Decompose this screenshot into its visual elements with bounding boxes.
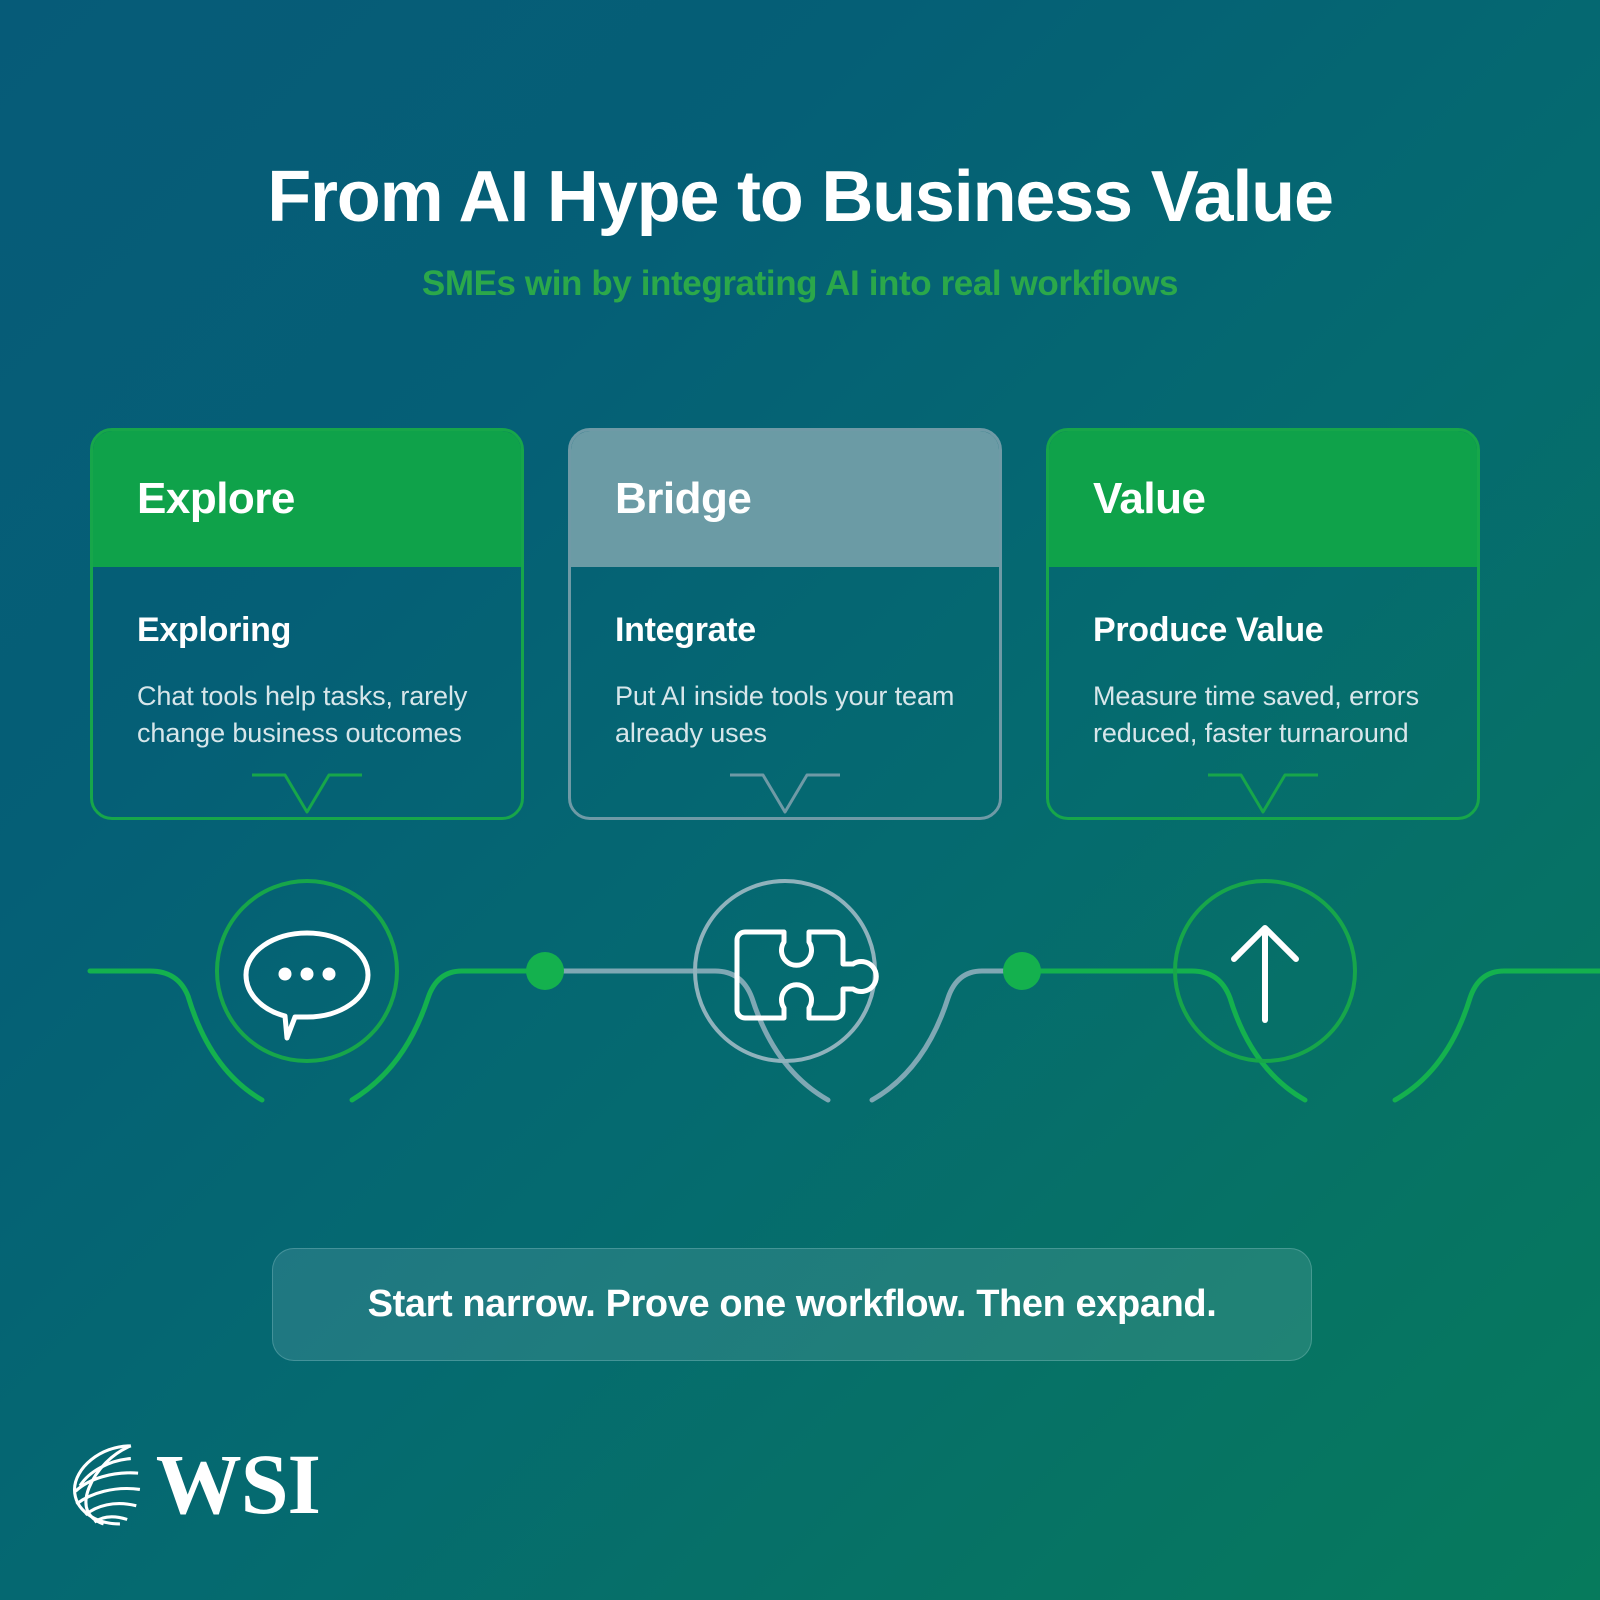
header: From AI Hype to Business Value SMEs win … bbox=[0, 157, 1600, 304]
timeline-node-explore[interactable] bbox=[215, 879, 399, 1063]
stage-card-body: Produce Value Measure time saved, errors… bbox=[1049, 567, 1477, 753]
card-tail-notch bbox=[252, 773, 362, 814]
arrow-up-icon bbox=[1231, 925, 1299, 1023]
key-takeaway-text: Start narrow. Prove one workflow. Then e… bbox=[367, 1283, 1217, 1325]
timeline-connector-2-right bbox=[1019, 968, 1308, 1103]
stage-card-header: Explore bbox=[93, 431, 521, 567]
stage-card-bridge[interactable]: Bridge Integrate Put AI inside tools you… bbox=[568, 428, 1002, 820]
timeline-connector-entry bbox=[87, 968, 265, 1103]
page-title: From AI Hype to Business Value bbox=[267, 157, 1334, 237]
timeline-connector-1-right bbox=[542, 968, 831, 1103]
timeline-connector-2-left bbox=[869, 968, 1025, 1103]
stage-card-description: Chat tools help tasks, rarely change bus… bbox=[137, 681, 468, 749]
stage-card-stage-label: Bridge bbox=[615, 474, 752, 523]
stage-card-description: Measure time saved, errors reduced, fast… bbox=[1093, 681, 1420, 749]
stage-card-heading: Produce Value bbox=[1093, 611, 1324, 649]
chat-bubble-icon bbox=[243, 930, 371, 1041]
stage-card-stage-label: Value bbox=[1093, 474, 1206, 523]
card-tail-notch bbox=[730, 773, 840, 814]
timeline-node-bridge[interactable] bbox=[693, 879, 879, 1063]
stage-card-heading: Integrate bbox=[615, 611, 756, 649]
timeline-node-value[interactable] bbox=[1173, 879, 1357, 1063]
stage-card-heading: Exploring bbox=[137, 611, 292, 649]
wsi-logo-text: WSI bbox=[155, 1436, 321, 1532]
stage-card-header: Bridge bbox=[571, 431, 999, 567]
stage-cards: Explore Exploring Chat tools help tasks,… bbox=[0, 428, 1600, 848]
globe-icon bbox=[72, 1444, 141, 1526]
page-subtitle: SMEs win by integrating AI into real wor… bbox=[421, 263, 1179, 303]
stage-card-value[interactable]: Value Produce Value Measure time saved, … bbox=[1046, 428, 1480, 820]
stage-card-description: Put AI inside tools your team already us… bbox=[615, 681, 955, 749]
stage-card-explore[interactable]: Explore Exploring Chat tools help tasks,… bbox=[90, 428, 524, 820]
stage-card-body: Exploring Chat tools help tasks, rarely … bbox=[93, 567, 521, 753]
timeline-node-ring bbox=[1173, 879, 1357, 1063]
timeline-connector-1-left bbox=[349, 968, 548, 1103]
journey-timeline bbox=[87, 879, 1600, 1103]
stage-card-header: Value bbox=[1049, 431, 1477, 567]
puzzle-piece-icon bbox=[734, 929, 879, 1021]
stage-card-body: Integrate Put AI inside tools your team … bbox=[571, 567, 999, 753]
key-takeaway-banner: Start narrow. Prove one workflow. Then e… bbox=[272, 1248, 1312, 1361]
stage-card-stage-label: Explore bbox=[137, 474, 295, 523]
wsi-logo: WSI bbox=[60, 1424, 321, 1544]
timeline-milestone-dot-2 bbox=[1003, 952, 1041, 990]
timeline-connector-exit bbox=[1392, 968, 1600, 1103]
timeline-node-ring bbox=[215, 879, 399, 1063]
card-tail-notch bbox=[1208, 773, 1318, 814]
timeline-milestone-dot-1 bbox=[526, 952, 564, 990]
